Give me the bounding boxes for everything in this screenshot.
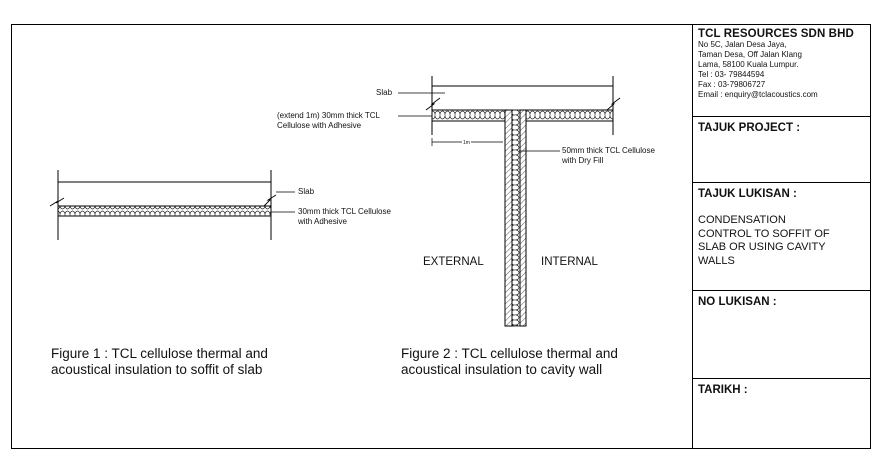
address-line: Taman Desa, Off Jalan Klang [698, 50, 802, 59]
label-line: 30mm thick TCL Cellulose [298, 207, 391, 216]
caption-line: acoustical insulation to soffit of slab [51, 362, 263, 377]
phone-line: Tel : 03- 79844594 [698, 70, 765, 79]
insulation-layer [57, 205, 272, 217]
caption-line: Figure 2 : TCL cellulose thermal and [401, 346, 618, 361]
drawing-frame [11, 24, 693, 449]
external-label: EXTERNAL [423, 256, 484, 268]
drawing-title-line: CONTROL TO SOFFIT OF [698, 227, 830, 240]
project-title-cell: TAJUK PROJECT : [693, 117, 870, 183]
fig1-slab-label: Slab [298, 187, 315, 196]
project-title-label: TAJUK PROJECT : [698, 122, 801, 134]
label-line: Cellulose with Adhesive [277, 121, 362, 130]
title-block: TCL RESOURCES SDN BHD No 5C, Jalan Desa … [692, 24, 871, 449]
label-line: with Adhesive [298, 217, 347, 226]
break-symbol-right [606, 97, 621, 111]
cavity-insulation [511, 109, 521, 327]
company-address: No 5C, Jalan Desa Jaya, Taman Desa, Off … [698, 40, 865, 100]
caption-line: acoustical insulation to cavity wall [401, 362, 603, 377]
internal-label: INTERNAL [541, 256, 598, 268]
date-cell: TARIKH : [693, 379, 870, 448]
fig1-insulation-label: 30mm thick TCL Cellulose with Adhesive [298, 207, 391, 227]
fax-line: Fax : 03-79806727 [698, 80, 766, 89]
drawing-title-label: TAJUK LUKISAN : [698, 188, 797, 200]
drawing-title-value: CONDENSATION CONTROL TO SOFFIT OF SLAB O… [698, 214, 865, 268]
date-label: TARIKH : [698, 384, 748, 396]
dimension-label: 1m [462, 138, 471, 148]
email-line: Email : enquiry@tclacoustics.com [698, 90, 818, 99]
address-line: Lama, 58100 Kuala Lumpur. [698, 60, 799, 69]
wall-outer-leaf [504, 109, 513, 327]
drawing-title-line: CONDENSATION [698, 214, 786, 226]
label-line: 50mm thick TCL Cellulose [562, 146, 655, 155]
figure-2-cavity-wall-detail [398, 76, 621, 327]
wall-inner-leaf [519, 109, 527, 327]
drawing-number-label: NO LUKISAN : [698, 296, 777, 308]
fig2-insulation-label: (extend 1m) 30mm thick TCL Cellulose wit… [277, 111, 380, 131]
figure-1-soffit-detail [49, 170, 295, 240]
drawing-title-line: WALLS [698, 254, 735, 267]
label-line: with Dry Fill [562, 156, 604, 165]
fig2-cavity-label: 50mm thick TCL Cellulose with Dry Fill [562, 146, 655, 166]
break-symbol-left [49, 197, 65, 207]
company-info: TCL RESOURCES SDN BHD No 5C, Jalan Desa … [693, 25, 870, 117]
figure-2-caption: Figure 2 : TCL cellulose thermal and aco… [401, 346, 618, 378]
caption-line: Figure 1 : TCL cellulose thermal and [51, 346, 268, 361]
company-name: TCL RESOURCES SDN BHD [698, 28, 854, 40]
drawing-title-line: SLAB OR USING CAVITY [698, 241, 826, 253]
insulation-layer-left [431, 109, 506, 122]
address-line: No 5C, Jalan Desa Jaya, [698, 40, 787, 49]
drawing-number-cell: NO LUKISAN : [693, 291, 870, 379]
break-symbol-left [425, 97, 441, 111]
break-symbol-right [263, 194, 277, 207]
insulation-layer-right [525, 109, 614, 122]
label-line: (extend 1m) 30mm thick TCL [277, 111, 380, 120]
drawing-title-cell: TAJUK LUKISAN : CONDENSATION CONTROL TO … [693, 183, 870, 291]
fig2-slab-label: Slab [376, 88, 393, 97]
figure-1-caption: Figure 1 : TCL cellulose thermal and aco… [51, 346, 268, 378]
